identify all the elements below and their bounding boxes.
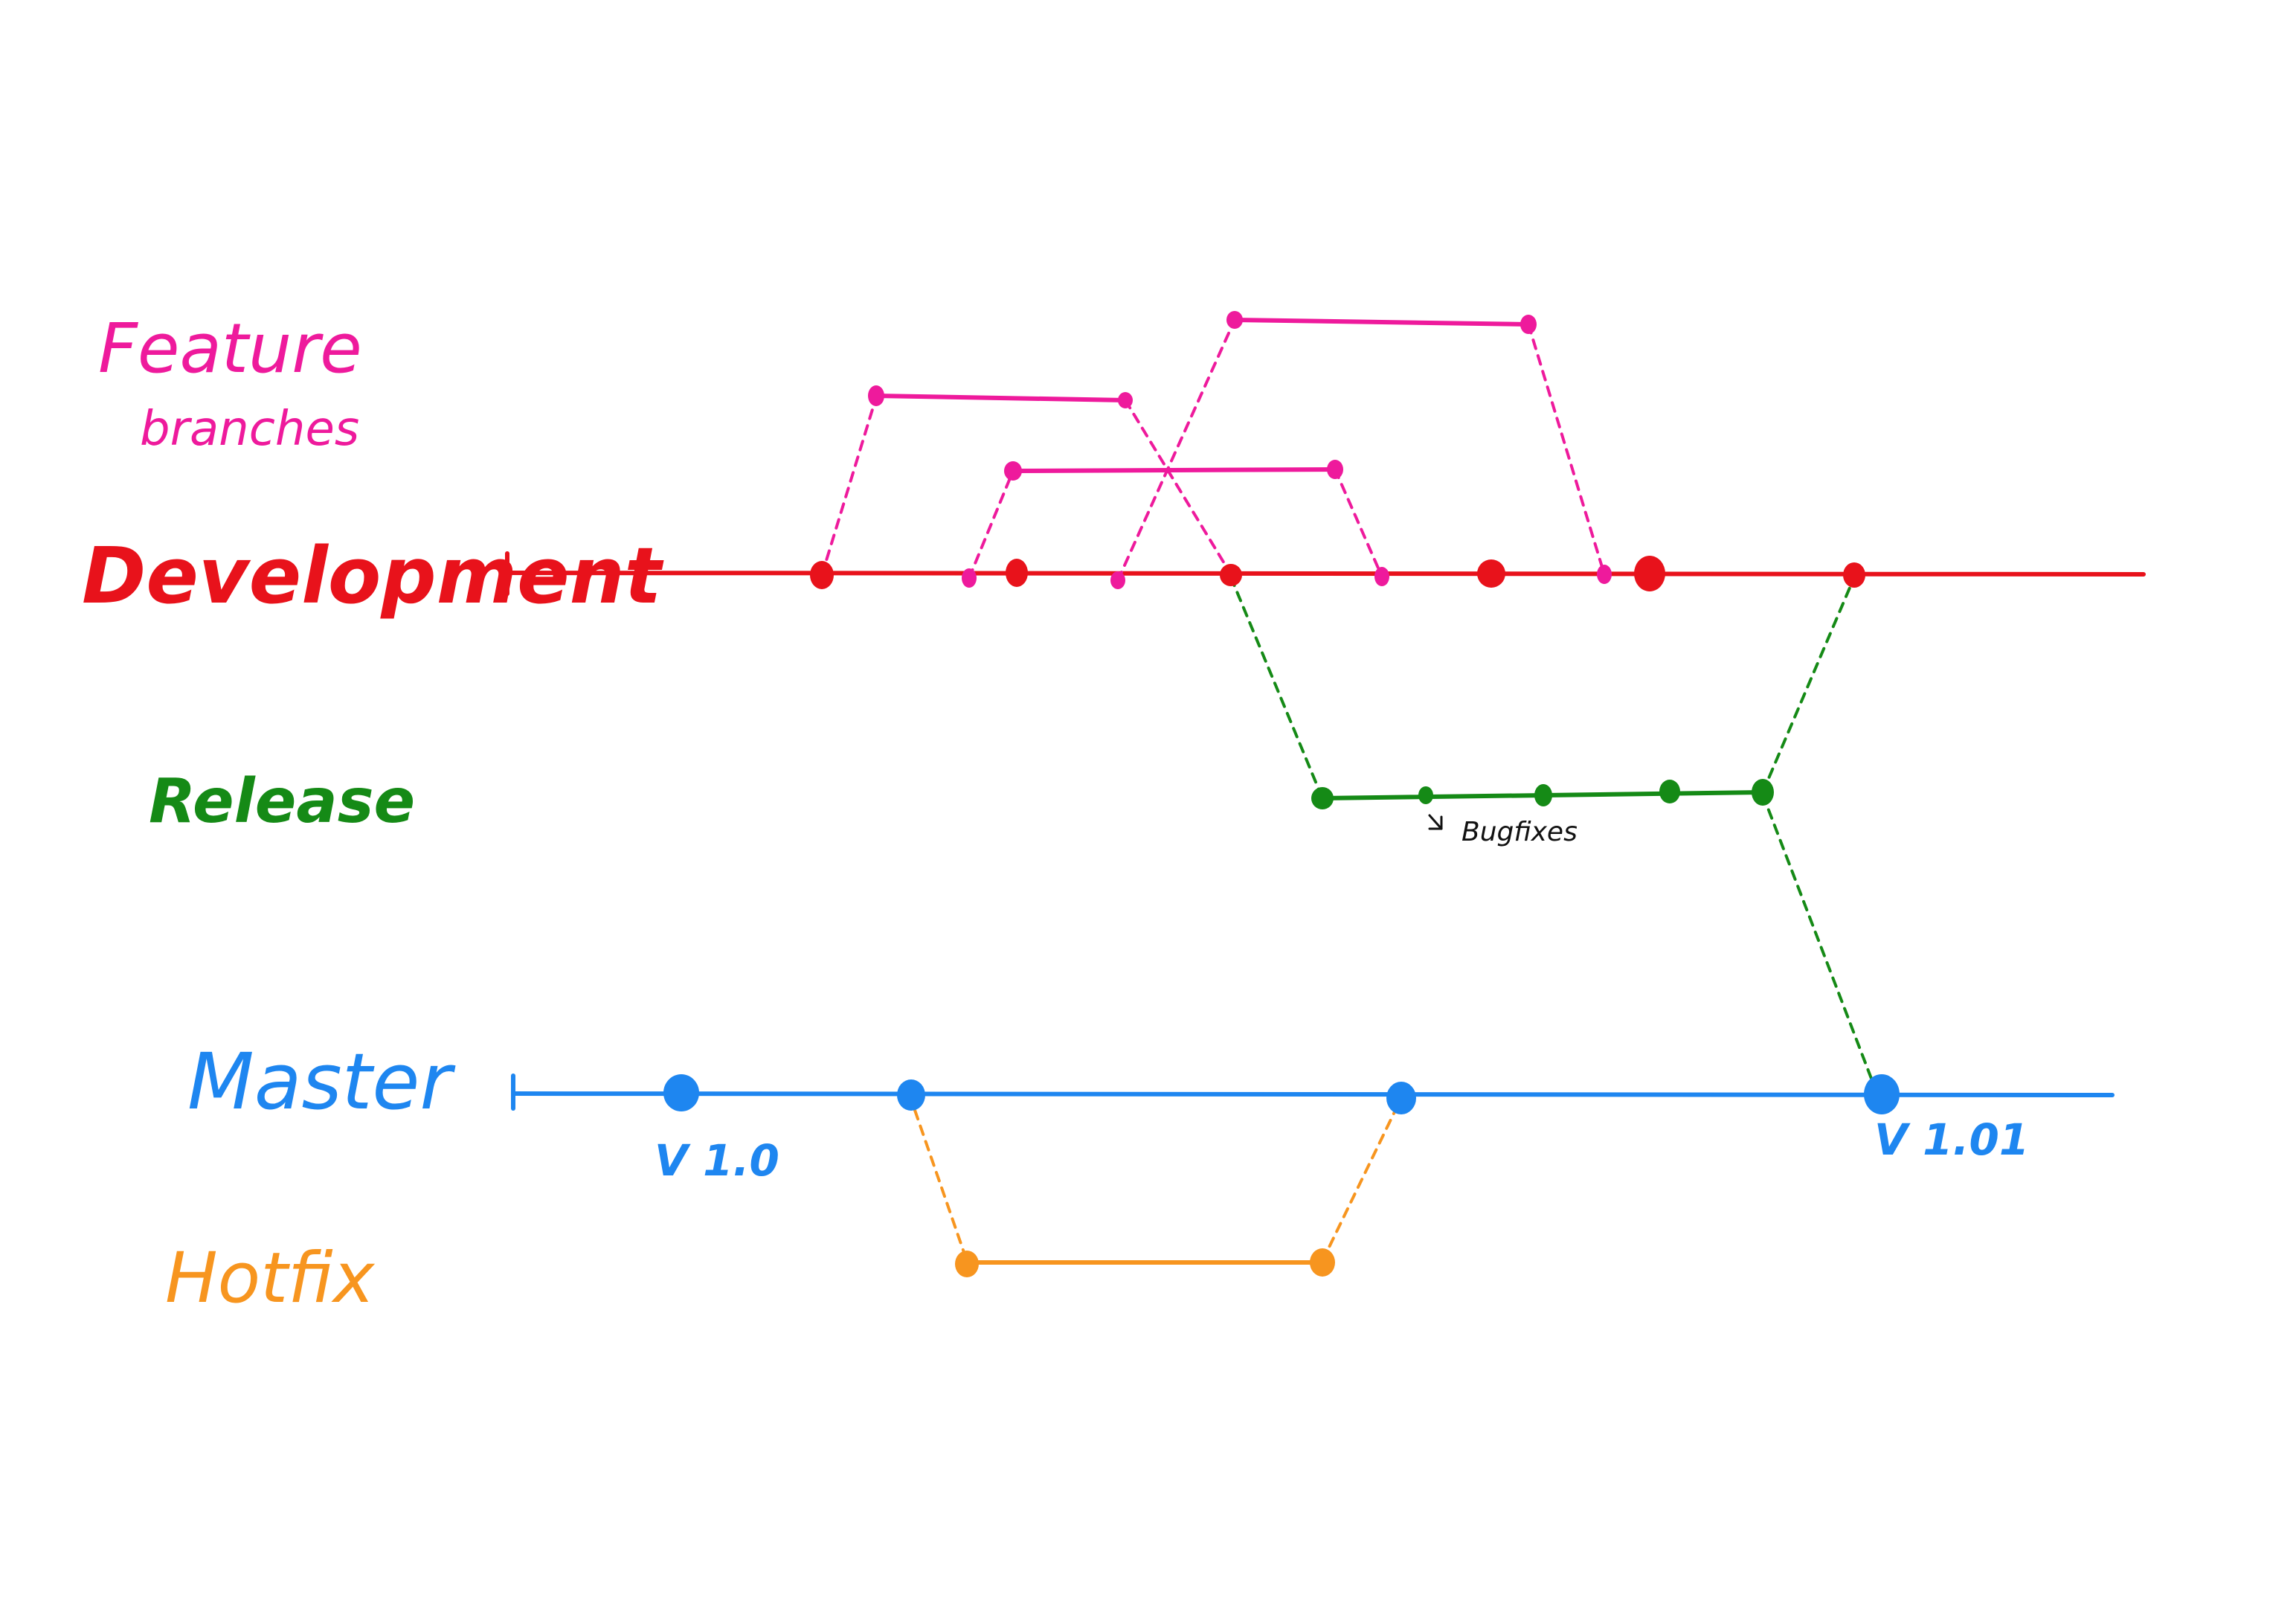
feature-commit <box>1110 571 1125 589</box>
development-line <box>505 551 2146 596</box>
feature-commit <box>1520 315 1537 334</box>
master-line <box>511 1073 2115 1111</box>
master-commit <box>1386 1082 1416 1114</box>
feature-commit <box>1327 460 1343 479</box>
development-commit <box>1477 559 1505 588</box>
master-commit <box>1864 1074 1900 1114</box>
feature-label: Feature <box>98 309 362 388</box>
feature-commit <box>1004 461 1022 481</box>
feature-branch-3 <box>1116 318 1606 582</box>
development-commit <box>1634 556 1665 591</box>
development-label: Development <box>82 530 664 621</box>
hotfix-commit <box>955 1251 979 1277</box>
release-commit <box>1659 780 1680 803</box>
version-label-start: V 1.0 <box>655 1135 779 1186</box>
feature-commit <box>1374 567 1389 586</box>
hotfix-branch <box>908 1094 1403 1265</box>
release-commit <box>1418 786 1433 804</box>
feature-branch-2 <box>968 467 1383 580</box>
development-commit <box>1843 562 1865 588</box>
hotfix-label: Hotfix <box>165 1238 376 1319</box>
master-label: Master <box>187 1036 456 1127</box>
feature-commit <box>868 385 884 406</box>
development-commit <box>810 561 834 589</box>
release-commit <box>1534 784 1552 806</box>
release-commits <box>1311 779 1774 809</box>
feature-commit <box>1118 392 1133 408</box>
master-commit <box>897 1079 925 1111</box>
bugfixes-note: Bugfixes <box>1461 817 1578 847</box>
master-commit <box>663 1074 699 1111</box>
release-commit <box>1311 787 1334 809</box>
development-commit <box>1220 564 1242 586</box>
hotfix-commit <box>1310 1248 1335 1277</box>
version-label-end: V 1.01 <box>1874 1114 2029 1165</box>
feature-sublabel: branches <box>140 402 359 457</box>
development-commits <box>810 556 1865 591</box>
development-commit <box>1006 559 1028 587</box>
feature-commit <box>1226 311 1243 329</box>
feature-commits <box>868 311 1612 589</box>
hotfix-commits <box>955 1248 1335 1277</box>
feature-commit <box>962 568 977 588</box>
feature-branch-1 <box>820 394 1232 577</box>
bugfix-pointer-icon <box>1428 814 1443 830</box>
release-label: Release <box>149 766 415 837</box>
feature-commit <box>1597 565 1612 584</box>
master-commits <box>663 1074 1900 1114</box>
release-commit <box>1752 779 1774 806</box>
